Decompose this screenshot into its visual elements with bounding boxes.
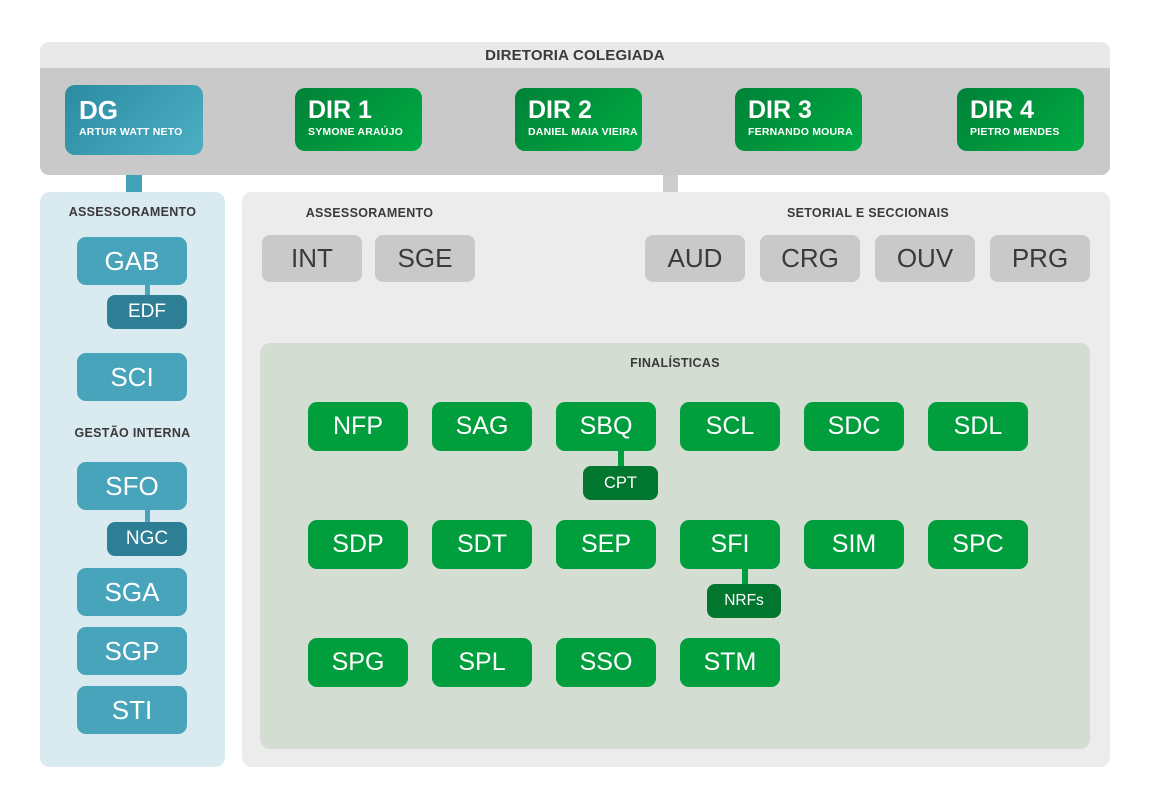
sdc-box: SDC xyxy=(804,402,904,451)
stm-box: STM xyxy=(680,638,780,687)
aud-box: AUD xyxy=(645,235,745,282)
left-assessoramento-heading: ASSESSORAMENTO xyxy=(68,205,197,219)
dir-4-box: DIR 4 PIETRO MENDES xyxy=(957,88,1084,151)
sfi-box: SFI xyxy=(680,520,780,569)
spl-box: SPL xyxy=(432,638,532,687)
dir-4-code: DIR 4 xyxy=(970,96,1034,124)
sti-box: STI xyxy=(77,686,187,734)
dir-2-name: DANIEL MAIA VIEIRA xyxy=(528,125,638,138)
sgp-box: SGP xyxy=(77,627,187,675)
sdt-box: SDT xyxy=(432,520,532,569)
dg-code: DG xyxy=(79,95,118,125)
edf-box: EDF xyxy=(107,295,187,329)
ngc-box: NGC xyxy=(107,522,187,556)
gab-box: GAB xyxy=(77,237,187,285)
dg-panel: ASSESSORAMENTO GAB EDF SCI GESTÃO INTERN… xyxy=(40,192,225,767)
dir-3-code: DIR 3 xyxy=(748,96,812,124)
dg-name: ARTUR WATT NETO xyxy=(79,126,183,139)
gestao-interna-heading: GESTÃO INTERNA xyxy=(74,426,191,440)
sdl-box: SDL xyxy=(928,402,1028,451)
spg-box: SPG xyxy=(308,638,408,687)
sag-box: SAG xyxy=(432,402,532,451)
sdp-box: SDP xyxy=(308,520,408,569)
sim-box: SIM xyxy=(804,520,904,569)
dir-3-name: FERNANDO MOURA xyxy=(748,125,853,138)
right-assessoramento-heading: ASSESSORAMENTO xyxy=(305,206,434,220)
connector-gab-edf xyxy=(145,285,150,295)
diretoria-colegiada-header: DIRETORIA COLEGIADA xyxy=(40,42,1110,68)
ouv-box: OUV xyxy=(875,235,975,282)
nrfs-box: NRFs xyxy=(707,584,781,618)
cpt-box: CPT xyxy=(583,466,658,500)
finalisticas-panel: FINALÍSTICAS NFP SAG SBQ SCL SDC SDL CPT… xyxy=(260,343,1090,749)
setorial-seccionais-heading: SETORIAL E SECCIONAIS xyxy=(786,206,950,220)
dir-3-box: DIR 3 FERNANDO MOURA xyxy=(735,88,862,151)
prg-box: PRG xyxy=(990,235,1090,282)
spc-box: SPC xyxy=(928,520,1028,569)
sci-box: SCI xyxy=(77,353,187,401)
dir-1-box: DIR 1 SYMONE ARAÚJO xyxy=(295,88,422,151)
sge-box: SGE xyxy=(375,235,475,282)
sfo-box: SFO xyxy=(77,462,187,510)
sso-box: SSO xyxy=(556,638,656,687)
crg-box: CRG xyxy=(760,235,860,282)
dir-2-box: DIR 2 DANIEL MAIA VIEIRA xyxy=(515,88,642,151)
int-box: INT xyxy=(262,235,362,282)
connector-band-to-right-panel xyxy=(663,175,678,192)
connector-sbq-cpt xyxy=(618,451,624,466)
sga-box: SGA xyxy=(77,568,187,616)
sep-box: SEP xyxy=(556,520,656,569)
nfp-box: NFP xyxy=(308,402,408,451)
connector-sfo-ngc xyxy=(145,510,150,522)
directors-units-panel: ASSESSORAMENTO INT SGE SETORIAL E SECCIO… xyxy=(242,192,1110,767)
sbq-box: SBQ xyxy=(556,402,656,451)
dir-2-code: DIR 2 xyxy=(528,96,592,124)
dg-box: DG ARTUR WATT NETO xyxy=(65,85,203,155)
dir-4-name: PIETRO MENDES xyxy=(970,125,1060,138)
dir-1-name: SYMONE ARAÚJO xyxy=(308,125,403,138)
connector-sfi-nrfs xyxy=(742,569,748,584)
finalisticas-heading: FINALÍSTICAS xyxy=(630,356,720,370)
dir-1-code: DIR 1 xyxy=(308,96,372,124)
scl-box: SCL xyxy=(680,402,780,451)
